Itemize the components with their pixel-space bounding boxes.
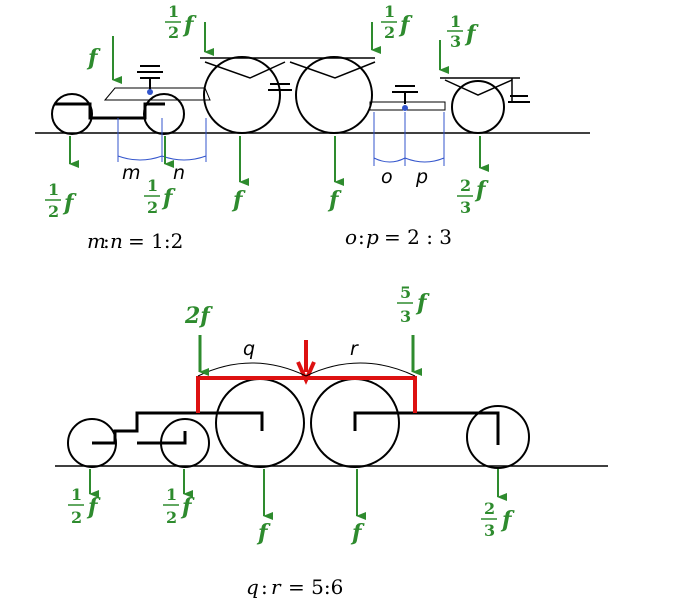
svg-text:2: 2 (147, 198, 158, 217)
svg-text:2: 2 (166, 508, 177, 527)
svg-text:5: 5 (400, 283, 411, 302)
bottom-segment-r: r (350, 338, 359, 360)
top-load-third-label: 1 3 f (447, 12, 479, 51)
bottom-segment-q: q (243, 338, 255, 360)
bottom-resultant-head (296, 361, 316, 385)
svg-text:f: f (62, 190, 77, 216)
svg-text:f: f (398, 12, 413, 38)
bottom-diagram: 2f 5 3 f q r 1 2 f 1 2 f f f 2 3 f (55, 283, 608, 599)
top-pivot-mn (147, 89, 153, 95)
top-reaction-2-label: 1 2 f (144, 176, 176, 217)
top-pivot-op (402, 105, 408, 111)
top-frame-right-upper (440, 77, 520, 102)
top-wheel-1 (51, 93, 93, 135)
bottom-frame-left (92, 411, 195, 445)
bottom-ratio-qr: q : r = 5:6 (246, 575, 343, 599)
top-load-f-label: f (86, 45, 101, 71)
svg-text:2: 2 (460, 176, 471, 195)
top-truck-frame-left (55, 102, 165, 120)
svg-text:1: 1 (450, 12, 461, 31)
svg-text:f: f (182, 12, 197, 38)
svg-text:m: m (87, 229, 106, 253)
bottom-reaction-4-label: f (350, 520, 365, 546)
svg-text:= 1:2: = 1:2 (128, 229, 183, 253)
top-ratio-mn: m : n = 1:2 (87, 229, 183, 253)
bottom-reaction-3-label: f (256, 520, 271, 546)
bottom-reaction-5-label: 2 3 f (481, 499, 515, 540)
svg-text::: : (358, 225, 365, 249)
bottom-span-q (197, 362, 307, 377)
bottom-span-r (305, 362, 416, 377)
top-reaction-1-label: 1 2 f (45, 180, 77, 221)
svg-text:f: f (464, 21, 479, 47)
svg-text:f: f (161, 185, 176, 211)
top-span-mn (117, 118, 207, 162)
bottom-wheel-5 (466, 405, 530, 469)
svg-text:3: 3 (400, 307, 411, 326)
svg-text:2: 2 (484, 499, 495, 518)
top-spring-3 (392, 85, 418, 104)
bottom-load-53f-label: 5 3 f (397, 283, 430, 326)
svg-text:1: 1 (384, 2, 395, 21)
svg-text:1: 1 (166, 485, 177, 504)
svg-text:2: 2 (168, 23, 179, 42)
svg-text:r: r (271, 575, 282, 599)
top-ratio-op: o : p = 2 : 3 (345, 225, 452, 249)
bottom-load-2f-label: 2f (184, 303, 213, 329)
svg-text::: : (261, 575, 268, 599)
bottom-frame-center (195, 411, 500, 445)
top-segment-o: o (381, 166, 393, 188)
svg-text:= 5:6: = 5:6 (288, 575, 343, 599)
bottom-reaction-1-label: 1 2 f (68, 485, 101, 527)
top-spring-1 (137, 65, 163, 90)
svg-text:2: 2 (48, 202, 59, 221)
svg-text:= 2 : 3: = 2 : 3 (384, 225, 452, 249)
svg-text:1: 1 (147, 176, 158, 195)
top-segment-p: p (415, 166, 428, 188)
svg-text:1: 1 (48, 180, 59, 199)
svg-text:f: f (86, 494, 101, 520)
svg-text:2: 2 (71, 508, 82, 527)
top-diagram: f 1 2 f 1 2 f 1 3 f 1 2 f 1 2 (35, 2, 590, 253)
top-load-half1-label: 1 2 f (165, 2, 197, 42)
svg-text:f: f (415, 290, 430, 316)
svg-text:p: p (366, 225, 379, 249)
top-reaction-3-label: f (231, 187, 246, 213)
svg-text:o: o (345, 225, 357, 249)
top-segment-m: m (122, 162, 141, 184)
top-wheel-5 (451, 80, 505, 134)
top-wheel-3 (203, 56, 281, 134)
svg-text:q: q (246, 575, 259, 599)
top-load-half2-label: 1 2 f (381, 2, 413, 42)
svg-text:n: n (110, 229, 123, 253)
top-frame-main (200, 57, 376, 79)
svg-text:1: 1 (71, 485, 82, 504)
bottom-reaction-2-label: 1 2 f (163, 485, 195, 527)
svg-text:f: f (180, 494, 195, 520)
svg-text:3: 3 (484, 521, 495, 540)
svg-text::: : (103, 229, 110, 253)
svg-text:3: 3 (460, 198, 471, 217)
top-reaction-4-label: f (327, 187, 342, 213)
top-spring-2 (268, 83, 292, 91)
svg-text:2: 2 (384, 23, 395, 42)
top-spring-4 (508, 95, 530, 103)
svg-text:f: f (474, 177, 489, 203)
top-frame-right (369, 101, 446, 111)
bottom-wheel-3 (215, 378, 305, 468)
svg-text:3: 3 (450, 32, 461, 51)
top-span-op (373, 112, 445, 166)
top-bolster-left (103, 87, 211, 101)
top-reaction-5-label: 2 3 f (457, 176, 489, 217)
svg-text:f: f (500, 507, 515, 533)
top-wheel-4 (295, 56, 373, 134)
top-segment-n: n (173, 162, 185, 184)
svg-text:1: 1 (168, 2, 179, 21)
